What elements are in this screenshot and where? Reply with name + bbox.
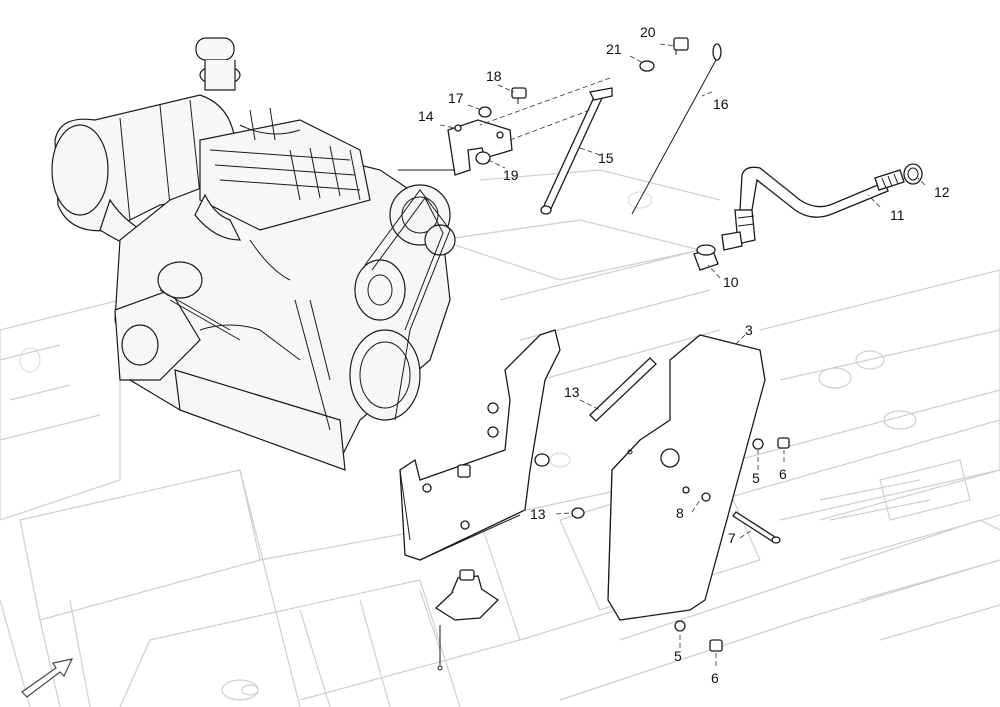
dipstick-16 [631, 43, 722, 215]
bushing-19 [475, 151, 491, 165]
callout-8: 8 [676, 505, 684, 521]
washer-5-lower [674, 620, 686, 632]
callout-3: 3 [745, 322, 753, 338]
bolt-6-upper [777, 437, 790, 449]
arrow-icon [21, 658, 74, 698]
callout-11: 11 [890, 207, 905, 223]
callout-6-upper: 6 [779, 466, 787, 482]
bolt-7 [732, 511, 781, 544]
callout-13-upper: 13 [564, 384, 580, 400]
callout-20: 20 [640, 24, 656, 40]
bolt-6-lower [709, 639, 723, 652]
engine-assembly [51, 37, 464, 471]
bolt-20 [673, 37, 689, 55]
callout-15: 15 [598, 150, 614, 166]
rod-13 [589, 357, 657, 422]
callout-5-upper: 5 [752, 470, 760, 486]
callout-16: 16 [713, 96, 729, 112]
washer-21 [639, 60, 655, 72]
callout-18: 18 [486, 68, 502, 84]
callout-13-lower: 13 [530, 506, 546, 522]
washer-5-upper [752, 438, 764, 450]
spacer-13 [571, 507, 585, 519]
callout-6-lower: 6 [711, 670, 719, 686]
nut-17 [478, 106, 492, 118]
plug-12 [903, 163, 923, 185]
callout-7: 7 [728, 530, 736, 546]
spacer-near-bracket [534, 453, 550, 467]
cover-plate-3 [607, 334, 766, 621]
mounting-bracket [399, 329, 561, 561]
fitting-10 [693, 231, 743, 271]
callout-12: 12 [934, 184, 950, 200]
callout-14: 14 [418, 108, 434, 124]
washer-8 [682, 486, 711, 502]
callout-21: 21 [606, 41, 622, 57]
dipstick-tube-15 [540, 87, 613, 215]
rubber-mount [434, 569, 500, 671]
bolt-18 [511, 87, 527, 104]
callout-19: 19 [503, 167, 519, 183]
callout-5-lower: 5 [674, 648, 682, 664]
callout-17: 17 [448, 90, 464, 106]
leader-lines [439, 43, 926, 666]
callout-10: 10 [723, 274, 739, 290]
